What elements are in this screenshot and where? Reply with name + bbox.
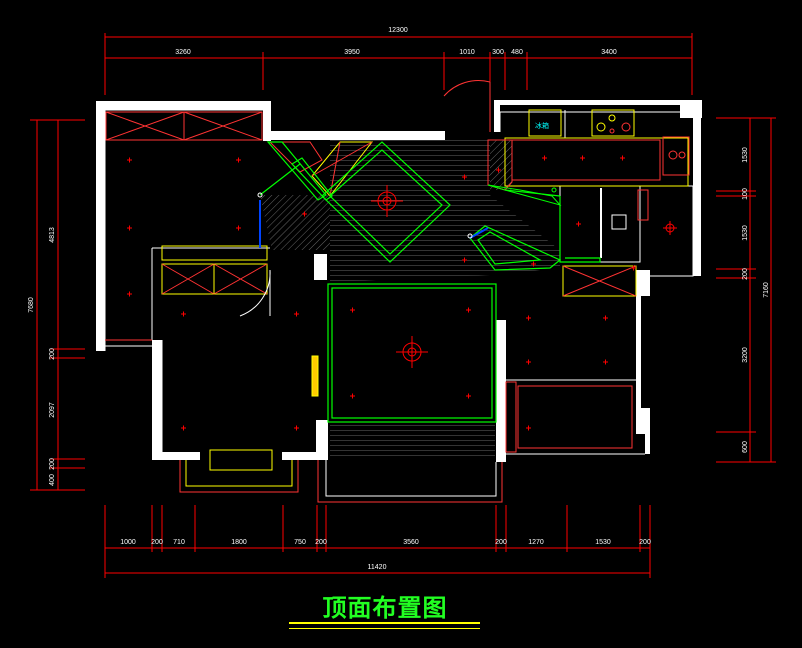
stove-icon [596,114,631,134]
dim-bottom-total: 11420 [368,564,387,571]
dimension-lines [30,33,776,578]
dim-right-2: 100 [742,188,749,200]
bay-windows [105,339,633,503]
dim-bottom-7: 3560 [403,539,419,546]
dim-left-1: 4813 [49,227,56,243]
dim-bottom-11: 200 [639,539,651,546]
wardrobes [105,111,637,297]
dim-top-1: 3260 [175,49,191,56]
dim-left-total: 7680 [28,297,35,313]
dim-left-2: 200 [49,348,56,360]
chandelier-corridor [371,185,403,217]
dim-right-5: 3200 [742,347,749,363]
dim-right-1: 1530 [742,147,749,163]
dim-top-6: 3400 [601,49,617,56]
walls [96,100,702,462]
chandelier-living [396,336,428,368]
dim-bottom-5: 750 [294,539,306,546]
ceiling-outlines [259,141,601,423]
dim-bottom-6: 200 [315,539,327,546]
dim-left-4: 200 [49,458,56,470]
downlights [127,155,636,431]
dim-left-5: 400 [49,474,56,486]
dim-top-2: 3950 [344,49,360,56]
ceiling-light-kitchen [663,221,677,235]
drawing-title: 顶面布置图 [322,594,448,622]
dim-top-5: 480 [511,49,523,56]
dim-right-4: 200 [742,268,749,280]
dim-right-6: 600 [742,441,749,453]
dim-bottom-10: 1530 [595,539,611,546]
title-underline-thin [289,628,480,629]
dim-bottom-2: 200 [151,539,163,546]
dim-bottom-3: 710 [173,539,185,546]
dim-top-3: 1010 [459,49,475,56]
dim-bottom-1: 1000 [120,539,136,546]
dim-right-3: 1530 [742,225,749,241]
dim-bottom-4: 1800 [231,539,247,546]
wall-details [257,187,557,239]
dim-left-3: 2097 [49,402,56,418]
fridge-label: 冰箱 [535,121,549,130]
kitchen [487,109,691,258]
title-underline [289,622,480,624]
dim-bottom-8: 200 [495,539,507,546]
dimension-texts: 12300 3260 3950 1010 300 480 3400 1000 2… [28,27,770,571]
blue-accents [259,200,489,248]
dim-top-total: 12300 [388,27,408,34]
hatched-areas [260,140,560,458]
dim-bottom-9: 1270 [528,539,544,546]
doors [239,80,491,317]
dim-top-4: 300 [492,49,504,56]
dim-right-total: 7160 [763,282,770,298]
